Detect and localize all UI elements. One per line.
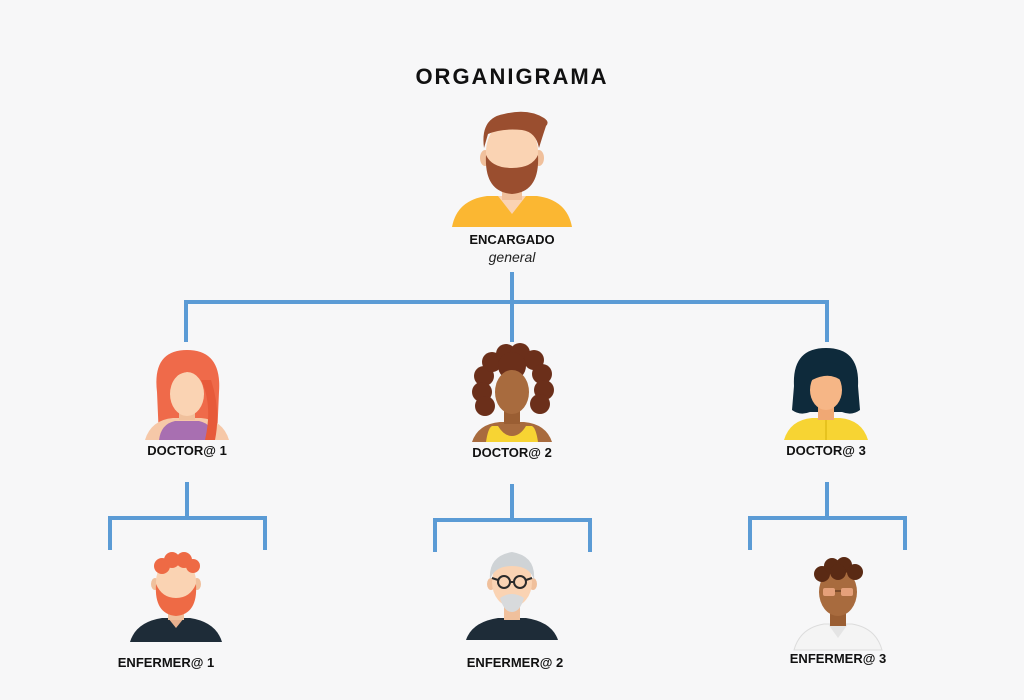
curly-haired-woman-avatar-icon <box>472 343 554 442</box>
enfermero3-label: ENFERMER@ 3 <box>790 651 886 666</box>
connectors <box>108 272 907 552</box>
encargado-label: ENCARGADO <box>469 232 554 247</box>
old-man-glasses-avatar-icon <box>466 552 558 640</box>
doctor2-label: DOCTOR@ 2 <box>472 445 552 460</box>
encargado-sublabel: general <box>489 249 537 265</box>
bearded-man-avatar-icon <box>452 111 572 227</box>
connector-doctor1 <box>108 482 267 550</box>
chart-title: ORGANIGRAMA <box>415 64 608 89</box>
connector-doctor3 <box>748 482 907 550</box>
red-haired-woman-avatar-icon <box>145 350 229 440</box>
curly-man-sunglasses-avatar-icon <box>793 557 883 651</box>
enfermero1-label: ENFERMER@ 1 <box>118 655 214 670</box>
black-haired-woman-avatar-icon <box>784 348 868 440</box>
connector-doctor2 <box>433 484 592 552</box>
doctor3-label: DOCTOR@ 3 <box>786 443 866 458</box>
doctor1-label: DOCTOR@ 1 <box>147 443 227 458</box>
ginger-bearded-man-avatar-icon <box>130 552 222 642</box>
connector-top <box>184 272 829 342</box>
enfermero2-label: ENFERMER@ 2 <box>467 655 563 670</box>
